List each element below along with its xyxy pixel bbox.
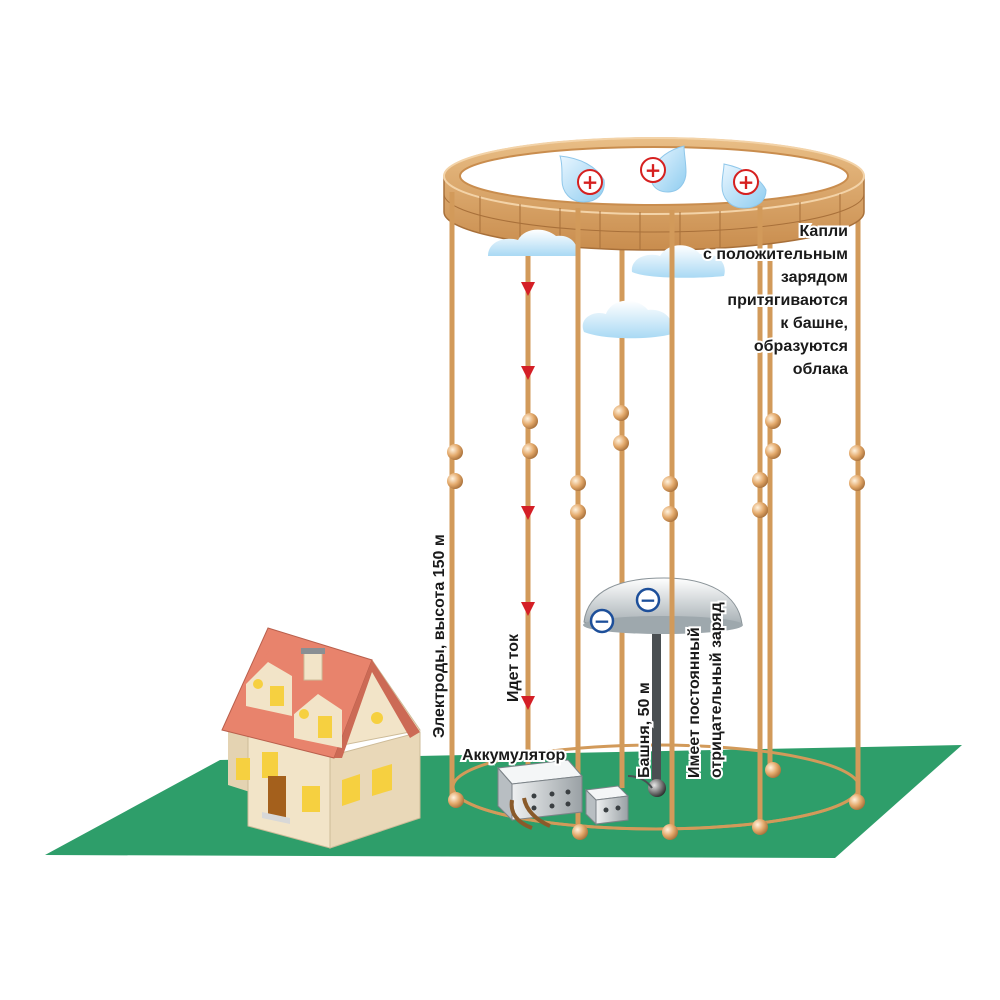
- svg-text:+: +: [582, 170, 599, 194]
- svg-text:−: −: [594, 609, 611, 633]
- drops-caption-line: образуются: [754, 338, 848, 355]
- svg-text:+: +: [645, 158, 662, 182]
- minus-charge-icon: −: [589, 608, 615, 634]
- cloud: [488, 229, 577, 256]
- positive-drop: +: [721, 163, 767, 209]
- tower: − −: [583, 577, 743, 797]
- plus-charge-icon: +: [577, 169, 603, 195]
- charge-label-line: Имеет постоянный: [686, 627, 703, 778]
- positive-drop: +: [559, 155, 605, 203]
- drops-caption-line: зарядом: [781, 269, 848, 286]
- drops-caption-line: с положительным: [703, 246, 848, 263]
- drops-caption: Капли с положительным зарядом притягиваю…: [701, 221, 850, 380]
- svg-text:−: −: [640, 588, 657, 612]
- minus-charge-icon: −: [635, 587, 661, 613]
- current-label: Идет ток: [505, 633, 522, 702]
- positive-drop: +: [640, 145, 687, 193]
- plus-charge-icon: +: [733, 169, 759, 195]
- house: [221, 627, 421, 849]
- electrode-beads: [447, 405, 865, 840]
- dormer: [292, 682, 344, 748]
- electrodes-label: Электроды, высота 150 м: [431, 534, 448, 738]
- plus-charge-icon: +: [640, 157, 666, 183]
- cloud: [631, 245, 725, 278]
- drops-caption-line: Капли: [799, 223, 848, 240]
- drops-caption-line: притягиваются: [727, 292, 848, 309]
- drops-caption-line: к башне,: [780, 315, 848, 332]
- tower-label: Башня, 50 м: [636, 682, 653, 778]
- base-ring-front: [451, 786, 861, 831]
- current-flow-arrows: [521, 282, 535, 710]
- drops-caption-line: облака: [793, 361, 848, 378]
- cloud: [582, 300, 673, 339]
- battery-label: Аккумулятор: [462, 747, 565, 764]
- dormer: [244, 650, 292, 716]
- charge-label-line: отрицательный заряд: [708, 602, 725, 778]
- battery: [496, 759, 653, 830]
- svg-text:+: +: [738, 170, 755, 194]
